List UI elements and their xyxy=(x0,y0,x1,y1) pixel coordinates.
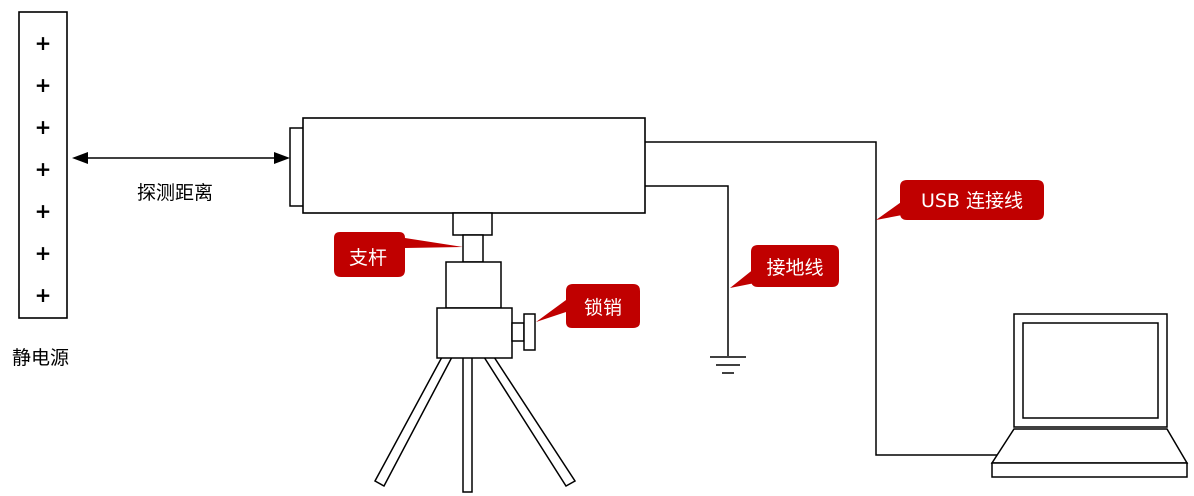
static-source: + + + + + + + 静电源 xyxy=(12,11,69,369)
laptop-keyboard-base xyxy=(990,428,1189,464)
tripod xyxy=(373,212,577,493)
plus-sign: + xyxy=(35,157,52,181)
callout-lock-pin-label: 锁销 xyxy=(584,297,622,319)
detection-distance-label: 探测距离 xyxy=(137,182,213,204)
plus-sign: + xyxy=(35,115,52,139)
callout-lock-pin: 锁销 xyxy=(536,284,640,328)
usb-cable xyxy=(645,141,1010,456)
plus-sign: + xyxy=(35,199,52,223)
support-rod xyxy=(462,234,484,263)
static-source-label: 静电源 xyxy=(12,347,69,369)
detection-distance-arrow: 探测距离 xyxy=(72,152,290,204)
detector xyxy=(289,117,646,214)
ground-wire xyxy=(645,185,746,374)
callout-ground-wire-label: 接地线 xyxy=(766,257,823,279)
callout-usb-cable: USB 连接线 xyxy=(876,180,1044,220)
arrow-right-head xyxy=(274,152,290,164)
tripod-head-block xyxy=(436,307,513,359)
plus-sign: + xyxy=(35,241,52,265)
laptop xyxy=(990,313,1189,478)
laptop-screen xyxy=(1022,322,1159,419)
lock-pin-stem xyxy=(511,322,525,342)
rod-collar xyxy=(445,261,502,309)
callout-rod: 支杆 xyxy=(334,232,463,277)
detector-body xyxy=(302,117,646,214)
detector-probe xyxy=(289,127,305,207)
plus-sign: + xyxy=(35,31,52,55)
static-source-panel xyxy=(18,11,68,319)
plus-signs: + + + + + + + xyxy=(35,31,52,307)
callout-ground-wire: 接地线 xyxy=(730,245,839,288)
tripod-leg-right xyxy=(482,356,577,487)
rod-head xyxy=(452,212,493,236)
callout-usb-cable-label: USB 连接线 xyxy=(921,190,1023,212)
callout-rod-label: 支杆 xyxy=(349,247,387,269)
tripod-leg-left xyxy=(373,356,454,488)
tripod-leg-center xyxy=(462,356,473,493)
arrow-left-head xyxy=(72,152,88,164)
plus-sign: + xyxy=(35,283,52,307)
plus-sign: + xyxy=(35,73,52,97)
laptop-front-edge xyxy=(991,462,1188,478)
lock-pin-knob xyxy=(523,313,536,351)
